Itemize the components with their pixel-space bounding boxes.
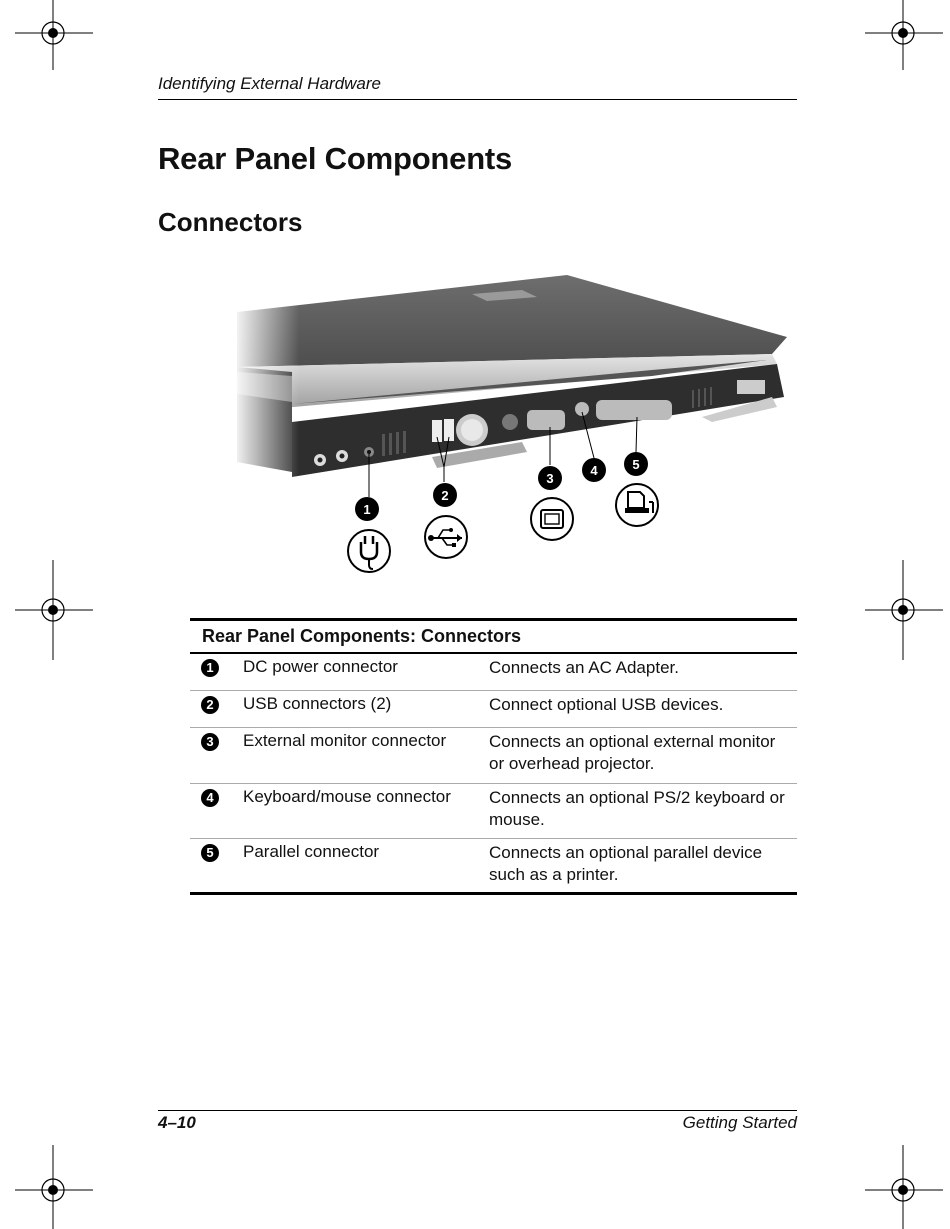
monitor-icon xyxy=(530,497,574,541)
registration-mark-icon xyxy=(15,0,93,70)
dc-power-icon xyxy=(347,529,391,573)
component-description: Connects an AC Adapter. xyxy=(489,657,679,677)
component-name: DC power connector xyxy=(243,656,398,676)
section-title: Connectors xyxy=(158,207,303,237)
component-description: Connects an optional PS/2 keyboard or mo… xyxy=(489,787,785,829)
callout-1: 1 xyxy=(355,497,379,521)
callout-2: 2 xyxy=(433,483,457,507)
table-row: 1 DC power connector Connects an AC Adap… xyxy=(190,654,797,691)
svg-text:4: 4 xyxy=(590,463,598,478)
page-title: Rear Panel Components xyxy=(158,141,513,176)
svg-text:3: 3 xyxy=(546,471,553,486)
running-header: Identifying External Hardware xyxy=(158,74,382,93)
component-name: Keyboard/mouse connector xyxy=(243,786,451,806)
row-number: 1 xyxy=(201,658,219,677)
svg-text:5: 5 xyxy=(632,457,639,472)
component-description: Connect optional USB devices. xyxy=(489,694,724,714)
table-row: 3 External monitor connector Connects an… xyxy=(190,728,797,784)
footer-book-title: Getting Started xyxy=(682,1113,797,1132)
row-number: 2 xyxy=(201,695,219,714)
registration-mark-icon xyxy=(865,0,943,70)
callout-5: 5 xyxy=(624,452,648,476)
registration-mark-icon xyxy=(865,1145,943,1229)
registration-mark-icon xyxy=(15,1145,93,1229)
connectors-table: Rear Panel Components: Connectors 1 DC p… xyxy=(190,618,797,895)
component-name: USB connectors (2) xyxy=(243,693,392,713)
row-number: 3 xyxy=(201,732,219,751)
component-name: Parallel connector xyxy=(243,841,380,861)
component-description: Connects an optional external monitor or… xyxy=(489,731,776,773)
table-row: 2 USB connectors (2) Connect optional US… xyxy=(190,691,797,728)
table-row: 4 Keyboard/mouse connector Connects an o… xyxy=(190,784,797,839)
row-number: 5 xyxy=(201,843,219,862)
component-description: Connects an optional parallel device suc… xyxy=(489,842,763,884)
usb-icon xyxy=(424,515,468,559)
footer-rule xyxy=(158,1110,797,1111)
callout-4: 4 xyxy=(582,458,606,482)
callout-3: 3 xyxy=(538,466,562,490)
registration-mark-icon xyxy=(15,560,93,660)
table-top-rule xyxy=(190,618,797,621)
registration-mark-icon xyxy=(865,560,943,660)
table-row: 5 Parallel connector Connects an optiona… xyxy=(190,839,797,892)
laptop-rear-panel-figure: 1 2 3 4 5 xyxy=(232,272,792,573)
row-number: 4 xyxy=(201,788,219,807)
parallel-printer-icon xyxy=(615,483,659,527)
table-bottom-rule xyxy=(190,891,797,895)
svg-text:2: 2 xyxy=(441,488,448,503)
table-title-rule xyxy=(190,652,797,654)
component-name: External monitor connector xyxy=(243,730,447,750)
page-number: 4–10 xyxy=(158,1113,196,1132)
svg-text:1: 1 xyxy=(363,502,370,517)
header-rule xyxy=(158,99,797,100)
table-title: Rear Panel Components: Connectors xyxy=(202,626,522,646)
